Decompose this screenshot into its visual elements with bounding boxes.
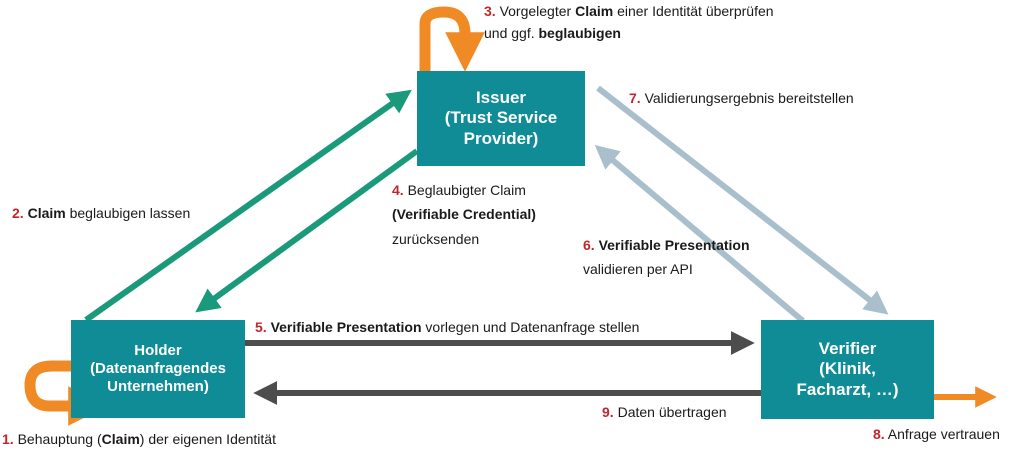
step-2-label: 2. Claim beglaubigen lassen (12, 202, 190, 224)
holder-title: Holder (134, 342, 182, 359)
step-4-label-line2: (Verifiable Credential) (392, 206, 536, 222)
verifier-title: Verifier (818, 338, 877, 358)
verifier-node: Verifier (Klinik, Facharzt, …) (761, 320, 934, 419)
step-7-number: 7. (629, 90, 641, 106)
step-3-number: 3. (484, 3, 496, 19)
step-8-number: 8. (873, 426, 885, 442)
step-1-text-bold: Claim (101, 431, 140, 447)
issuer-subtitle-2: Provider) (463, 128, 539, 148)
step-5-label: 5. Verifiable Presentation vorlegen und … (255, 316, 639, 338)
step-3-text-post: einer Identität überprüfen (613, 3, 774, 19)
step-8-label: 8. Anfrage vertrauen (873, 423, 1000, 445)
step-4-label-line3: zurücksenden (392, 231, 480, 247)
step-5-text-post: vorlegen und Datenanfrage stellen (421, 319, 640, 335)
step-9-text: Daten übertragen (613, 404, 727, 420)
step-1-number: 1. (2, 431, 14, 447)
step-9-label: 9. Daten übertragen (602, 401, 727, 423)
step-6-label-line2: validieren per API (583, 261, 693, 277)
step-1-text-pre: Behauptung ( (13, 431, 102, 447)
step-3-label-line2: und ggf. beglaubigen (484, 22, 621, 44)
verifier-subtitle-2: Facharzt, …) (796, 379, 899, 399)
arrow-issuer-to-verifier (596, 85, 889, 315)
step-3-line2-bold: beglaubigen (538, 25, 621, 41)
loop-holder-self (24, 360, 108, 426)
step-4-text: Beglaubigter Claim (403, 182, 526, 198)
step-3-text-bold: Claim (575, 3, 614, 19)
issuer-node: Issuer (Trust Service Provider) (417, 71, 585, 166)
step-6-text-bold: Verifiable Presentation (594, 237, 750, 253)
step-2-number: 2. (12, 205, 24, 221)
step-2-text-post: beglaubigen lassen (65, 205, 191, 221)
step-8-text: Anfrage vertrauen (884, 426, 1000, 442)
holder-subtitle-2: Unternehmen) (107, 378, 209, 395)
step-5-number: 5. (255, 319, 267, 335)
step-3-text-pre: Vorgelegter (495, 3, 576, 19)
holder-node: Holder (Datenanfragendes Unternehmen) (71, 320, 245, 418)
step-5-text-bold: Verifiable Presentation (266, 319, 422, 335)
step-1-label: 1. Behauptung (Claim) der eigenen Identi… (2, 428, 276, 450)
arrow-holder-to-issuer (84, 89, 412, 323)
holder-subtitle-1: (Datenanfragendes (90, 360, 226, 377)
step-6-number: 6. (583, 237, 595, 253)
step-1-text-post: ) der eigenen Identität (139, 431, 276, 447)
step-4-number: 4. (392, 182, 404, 198)
step-4-label: 4. Beglaubigter Claim (392, 179, 526, 201)
step-9-number: 9. (602, 404, 614, 420)
step-7-text: Validierungsergebnis bereitstellen (640, 90, 854, 106)
arrow-verifier-to-issuer (594, 145, 805, 324)
step-7-label: 7. Validierungsergebnis bereitstellen (629, 87, 854, 109)
step-3-line2-pre: und ggf. (484, 25, 539, 41)
step-6-label: 6. Verifiable Presentation (583, 234, 750, 256)
loop-issuer-self (419, 6, 485, 90)
step-2-text-bold: Claim (23, 205, 66, 221)
arrow-issuer-to-holder (195, 148, 419, 313)
step-3-label: 3. Vorgelegter Claim einer Identität übe… (484, 0, 774, 22)
issuer-title: Issuer (475, 87, 527, 107)
verifier-subtitle-1: (Klinik, (819, 359, 876, 379)
issuer-subtitle-1: (Trust Service (444, 108, 558, 128)
